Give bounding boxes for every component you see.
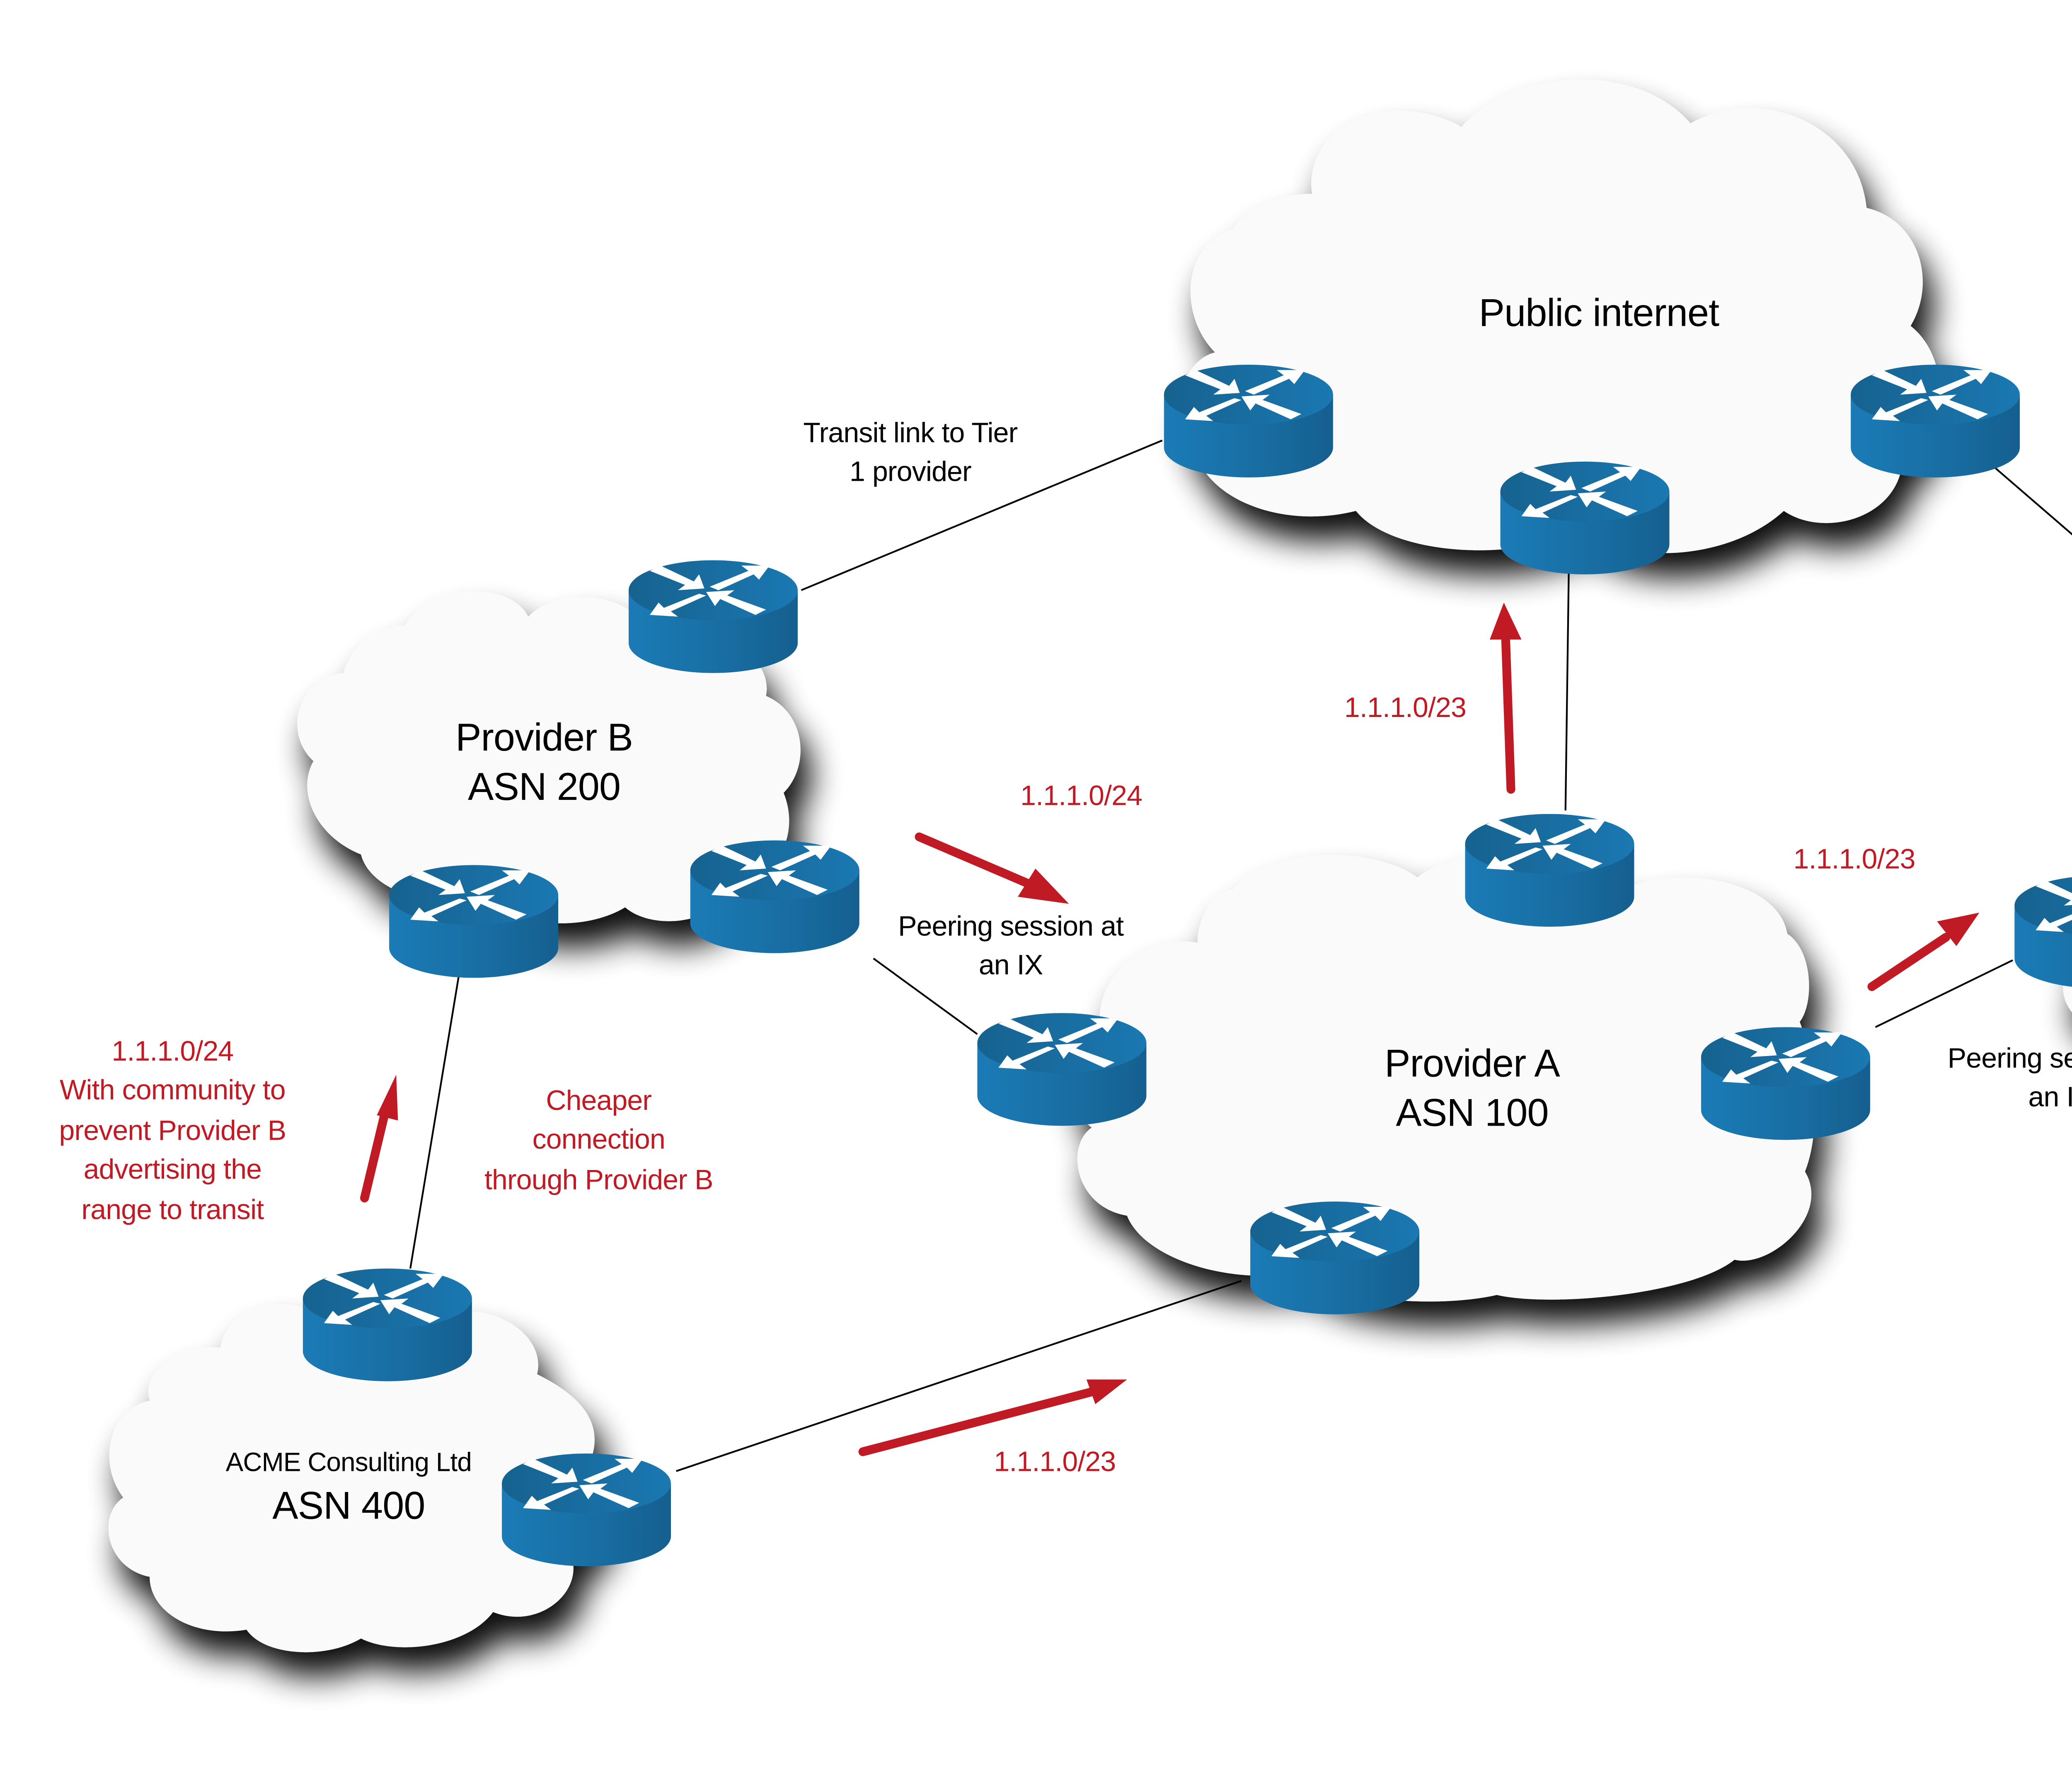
link-c-internet[interactable] — [1989, 463, 2072, 696]
router-icon[interactable] — [1851, 364, 2020, 478]
label-transit-link: Transit link to Tier 1 provider — [803, 419, 1018, 489]
link-a-internet[interactable] — [1564, 555, 1570, 811]
cloud-label-public-internet: Public internet — [1479, 291, 1720, 335]
cloud-public-internet — [1178, 79, 1940, 553]
cloud-label-provider-a: Provider A ASN 100 — [1385, 1041, 1560, 1135]
cloud-acme — [108, 1293, 605, 1652]
route-arrow-a-to-internet — [1489, 602, 1522, 794]
cloud-provider-a — [1069, 852, 1815, 1302]
router-icon[interactable] — [502, 1453, 671, 1567]
route-label-a-to-c: 1.1.1.0/23 — [1793, 845, 1916, 876]
label-peering-ix-ab: Peering session at an IX — [898, 913, 1124, 982]
label-peering-ix-ac: Peering session at an IX — [1947, 1044, 2072, 1114]
clouds-layer — [108, 79, 2072, 1652]
route-arrow-a-to-c — [1867, 913, 1980, 991]
route-arrow-acme-to-a — [858, 1379, 1127, 1456]
cloud-label-provider-b: Provider B ASN 200 — [455, 715, 633, 809]
route-arrow-b-to-a — [915, 832, 1069, 904]
router-icon[interactable] — [1701, 1027, 1870, 1140]
router-icon[interactable] — [2014, 875, 2072, 988]
cloud-label-acme-name: ACME Consulting Ltd — [225, 1448, 472, 1478]
link-peering-a-c[interactable] — [1875, 959, 2013, 1028]
router-icon[interactable] — [1500, 461, 1670, 574]
link-acme-b[interactable] — [409, 960, 462, 1269]
link-acme-a[interactable] — [676, 1280, 1242, 1472]
router-icon[interactable] — [1250, 1201, 1420, 1315]
cloud-provider-b — [297, 591, 801, 923]
router-icon[interactable] — [977, 1013, 1147, 1126]
router-icon[interactable] — [1164, 364, 1333, 478]
route-arrow-acme-to-b — [360, 1075, 398, 1203]
link-transit-b-internet[interactable] — [801, 439, 1163, 591]
router-icon[interactable] — [1465, 814, 1634, 927]
links-layer — [409, 439, 2072, 1472]
router-icon[interactable] — [303, 1268, 472, 1381]
router-icon[interactable] — [629, 560, 798, 673]
router-icon[interactable] — [690, 840, 859, 953]
cloud-label-acme-asn: ASN 400 — [272, 1483, 425, 1528]
route-label-acme-to-a: 1.1.1.0/23 — [994, 1448, 1116, 1478]
route-arrows-layer — [360, 602, 1980, 1456]
link-peering-b-a[interactable] — [873, 957, 978, 1035]
label-cheaper-connection: Cheaper connection through Provider B — [484, 1087, 713, 1196]
route-label-b-to-a: 1.1.1.0/24 — [1020, 782, 1143, 812]
route-label-a-to-internet: 1.1.1.0/23 — [1344, 694, 1467, 724]
router-icon[interactable] — [389, 865, 559, 978]
route-label-acme-to-b: 1.1.1.0/24 With community to prevent Pro… — [59, 1037, 287, 1226]
